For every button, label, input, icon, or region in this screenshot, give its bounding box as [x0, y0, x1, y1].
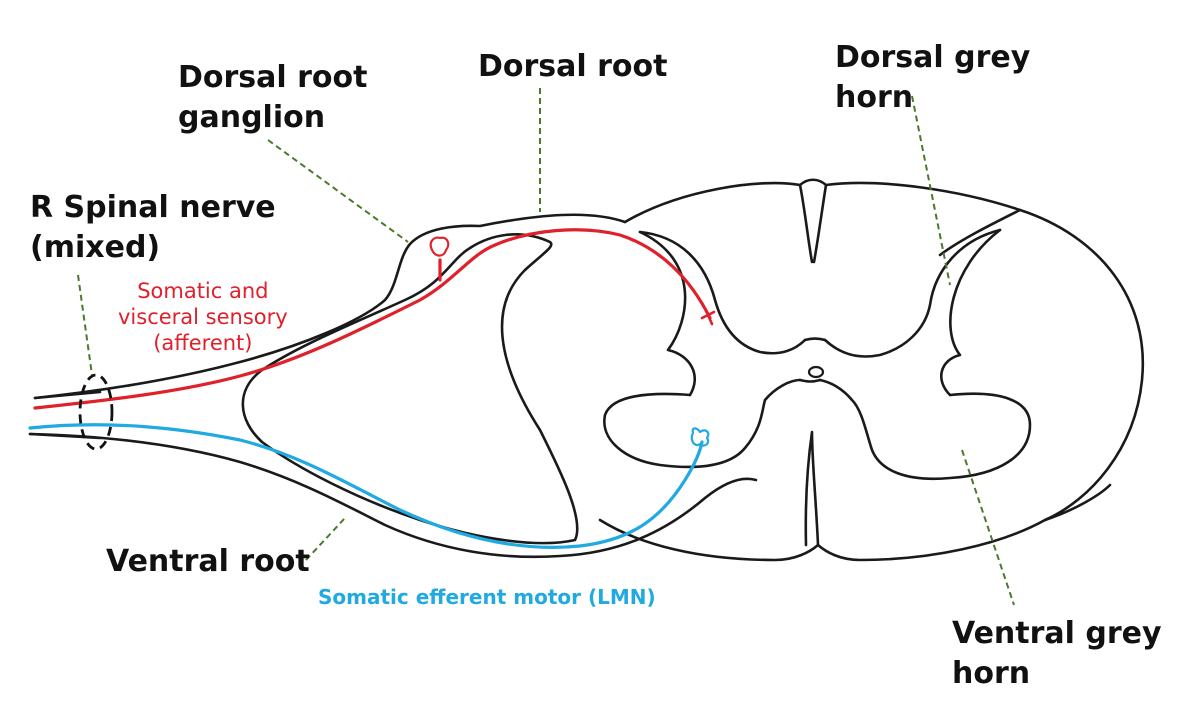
dorsal-root-outer-edge	[33, 213, 627, 400]
label-dorsal-grey-horn: Dorsal grey horn	[835, 38, 1030, 118]
label-dorsal-root-ganglion-line1: Dorsal root	[178, 60, 368, 95]
cord-outer-perimeter	[598, 178, 1145, 562]
spinal-cord-outline	[598, 178, 1145, 562]
label-dorsal-root-ganglion-line2: ganglion	[178, 100, 326, 135]
nerve-lower-stub	[28, 432, 102, 440]
ventral-root-outer-edge	[28, 432, 758, 559]
sensory-pathway	[33, 228, 716, 410]
spinal-nerve-outline	[28, 213, 758, 559]
leader-lines	[77, 88, 1015, 606]
label-dorsal-grey-horn-line2: horn	[835, 80, 914, 115]
label-spinal-nerve: R Spinal nerve (mixed)	[30, 188, 276, 268]
sensory-cell-body	[429, 236, 450, 257]
label-dorsal-root-ganglion: Dorsal root ganglion	[178, 58, 368, 138]
right-dorsal-horn-notch	[940, 228, 1002, 397]
label-ventral-grey-horn-line1: Ventral grey	[952, 616, 1162, 651]
left-dorsal-horn-outline	[638, 230, 807, 355]
label-ventral-root: Ventral root	[106, 544, 310, 579]
leader-dorsal-grey-horn	[911, 95, 951, 286]
grey-matter-outline	[603, 228, 1032, 481]
label-ventral-grey-horn-line2: horn	[952, 656, 1031, 691]
ventral-median-fissure	[804, 430, 820, 547]
left-dorsal-horn-notch	[638, 230, 696, 397]
grey-commissure-upper	[803, 337, 827, 342]
label-spinal-nerve-line2: (mixed)	[30, 230, 161, 265]
label-sensory-pathway: Somatic and visceral sensory (afferent)	[118, 278, 288, 356]
label-motor-pathway: Somatic efferent motor (LMN)	[318, 585, 656, 609]
right-root-stub-lower	[1043, 483, 1112, 522]
grey-commissure-lower	[798, 378, 822, 383]
left-ventral-horn-outline	[603, 378, 802, 469]
label-dorsal-root: Dorsal root	[478, 49, 668, 84]
motor-fiber	[28, 423, 704, 549]
label-dorsal-grey-horn-line1: Dorsal grey	[835, 40, 1031, 75]
right-dorsal-horn-outline	[823, 228, 1002, 358]
leader-spinal-nerve	[77, 274, 93, 376]
label-ventral-grey-horn: Ventral grey horn	[952, 614, 1162, 694]
label-sensory-pathway-line1: Somatic and	[137, 279, 269, 303]
label-spinal-nerve-line1: R Spinal nerve	[30, 190, 276, 225]
dorsal-median-sulcus	[798, 183, 828, 264]
sensory-fiber	[33, 228, 712, 410]
right-ventral-horn-outline	[818, 378, 1032, 481]
motor-pathway	[28, 423, 710, 549]
motor-cell-body	[690, 427, 710, 447]
mixed-nerve-marker	[78, 373, 114, 451]
root-inner-loop	[241, 233, 579, 545]
label-sensory-pathway-line3: (afferent)	[153, 331, 253, 355]
label-sensory-pathway-line2: visceral sensory	[118, 305, 288, 329]
leader-ventral-grey-horn	[961, 449, 1015, 606]
right-root-stub-upper	[938, 208, 1022, 257]
sensory-terminal	[700, 310, 716, 326]
leader-dorsal-root-ganglion	[267, 139, 409, 243]
leader-ventral-root	[305, 517, 346, 561]
nerve-upper-stub	[33, 390, 102, 400]
central-canal	[807, 365, 825, 379]
